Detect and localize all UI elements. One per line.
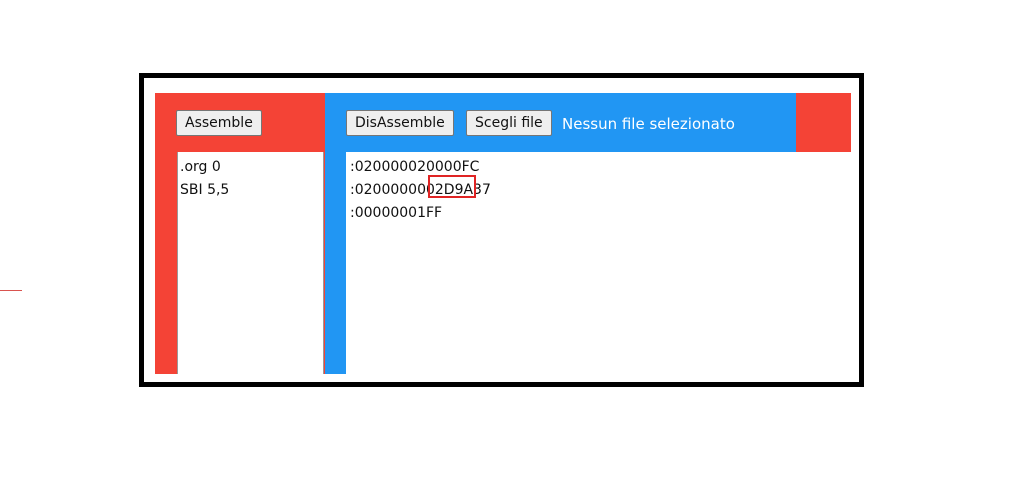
stray-line <box>0 290 22 291</box>
choose-file-button[interactable]: Scegli file <box>466 110 552 136</box>
assembly-source-editor[interactable]: .org 0 SBI 5,5 <box>177 152 324 374</box>
assemble-button[interactable]: Assemble <box>176 110 262 136</box>
app-frame: Assemble .org 0 SBI 5,5 DisAssemble Sceg… <box>139 73 864 387</box>
disassembler-panel: DisAssemble Scegli file Nessun file sele… <box>325 93 796 374</box>
highlight-annotation-box <box>428 175 476 198</box>
header-red-block <box>796 93 851 152</box>
assembler-panel: Assemble .org 0 SBI 5,5 <box>155 93 325 374</box>
hex-output-editor[interactable]: :020000020000FC :0200000002D9A37 :000000… <box>346 152 796 374</box>
disassemble-button[interactable]: DisAssemble <box>346 110 454 136</box>
file-status-text: Nessun file selezionato <box>562 115 735 133</box>
